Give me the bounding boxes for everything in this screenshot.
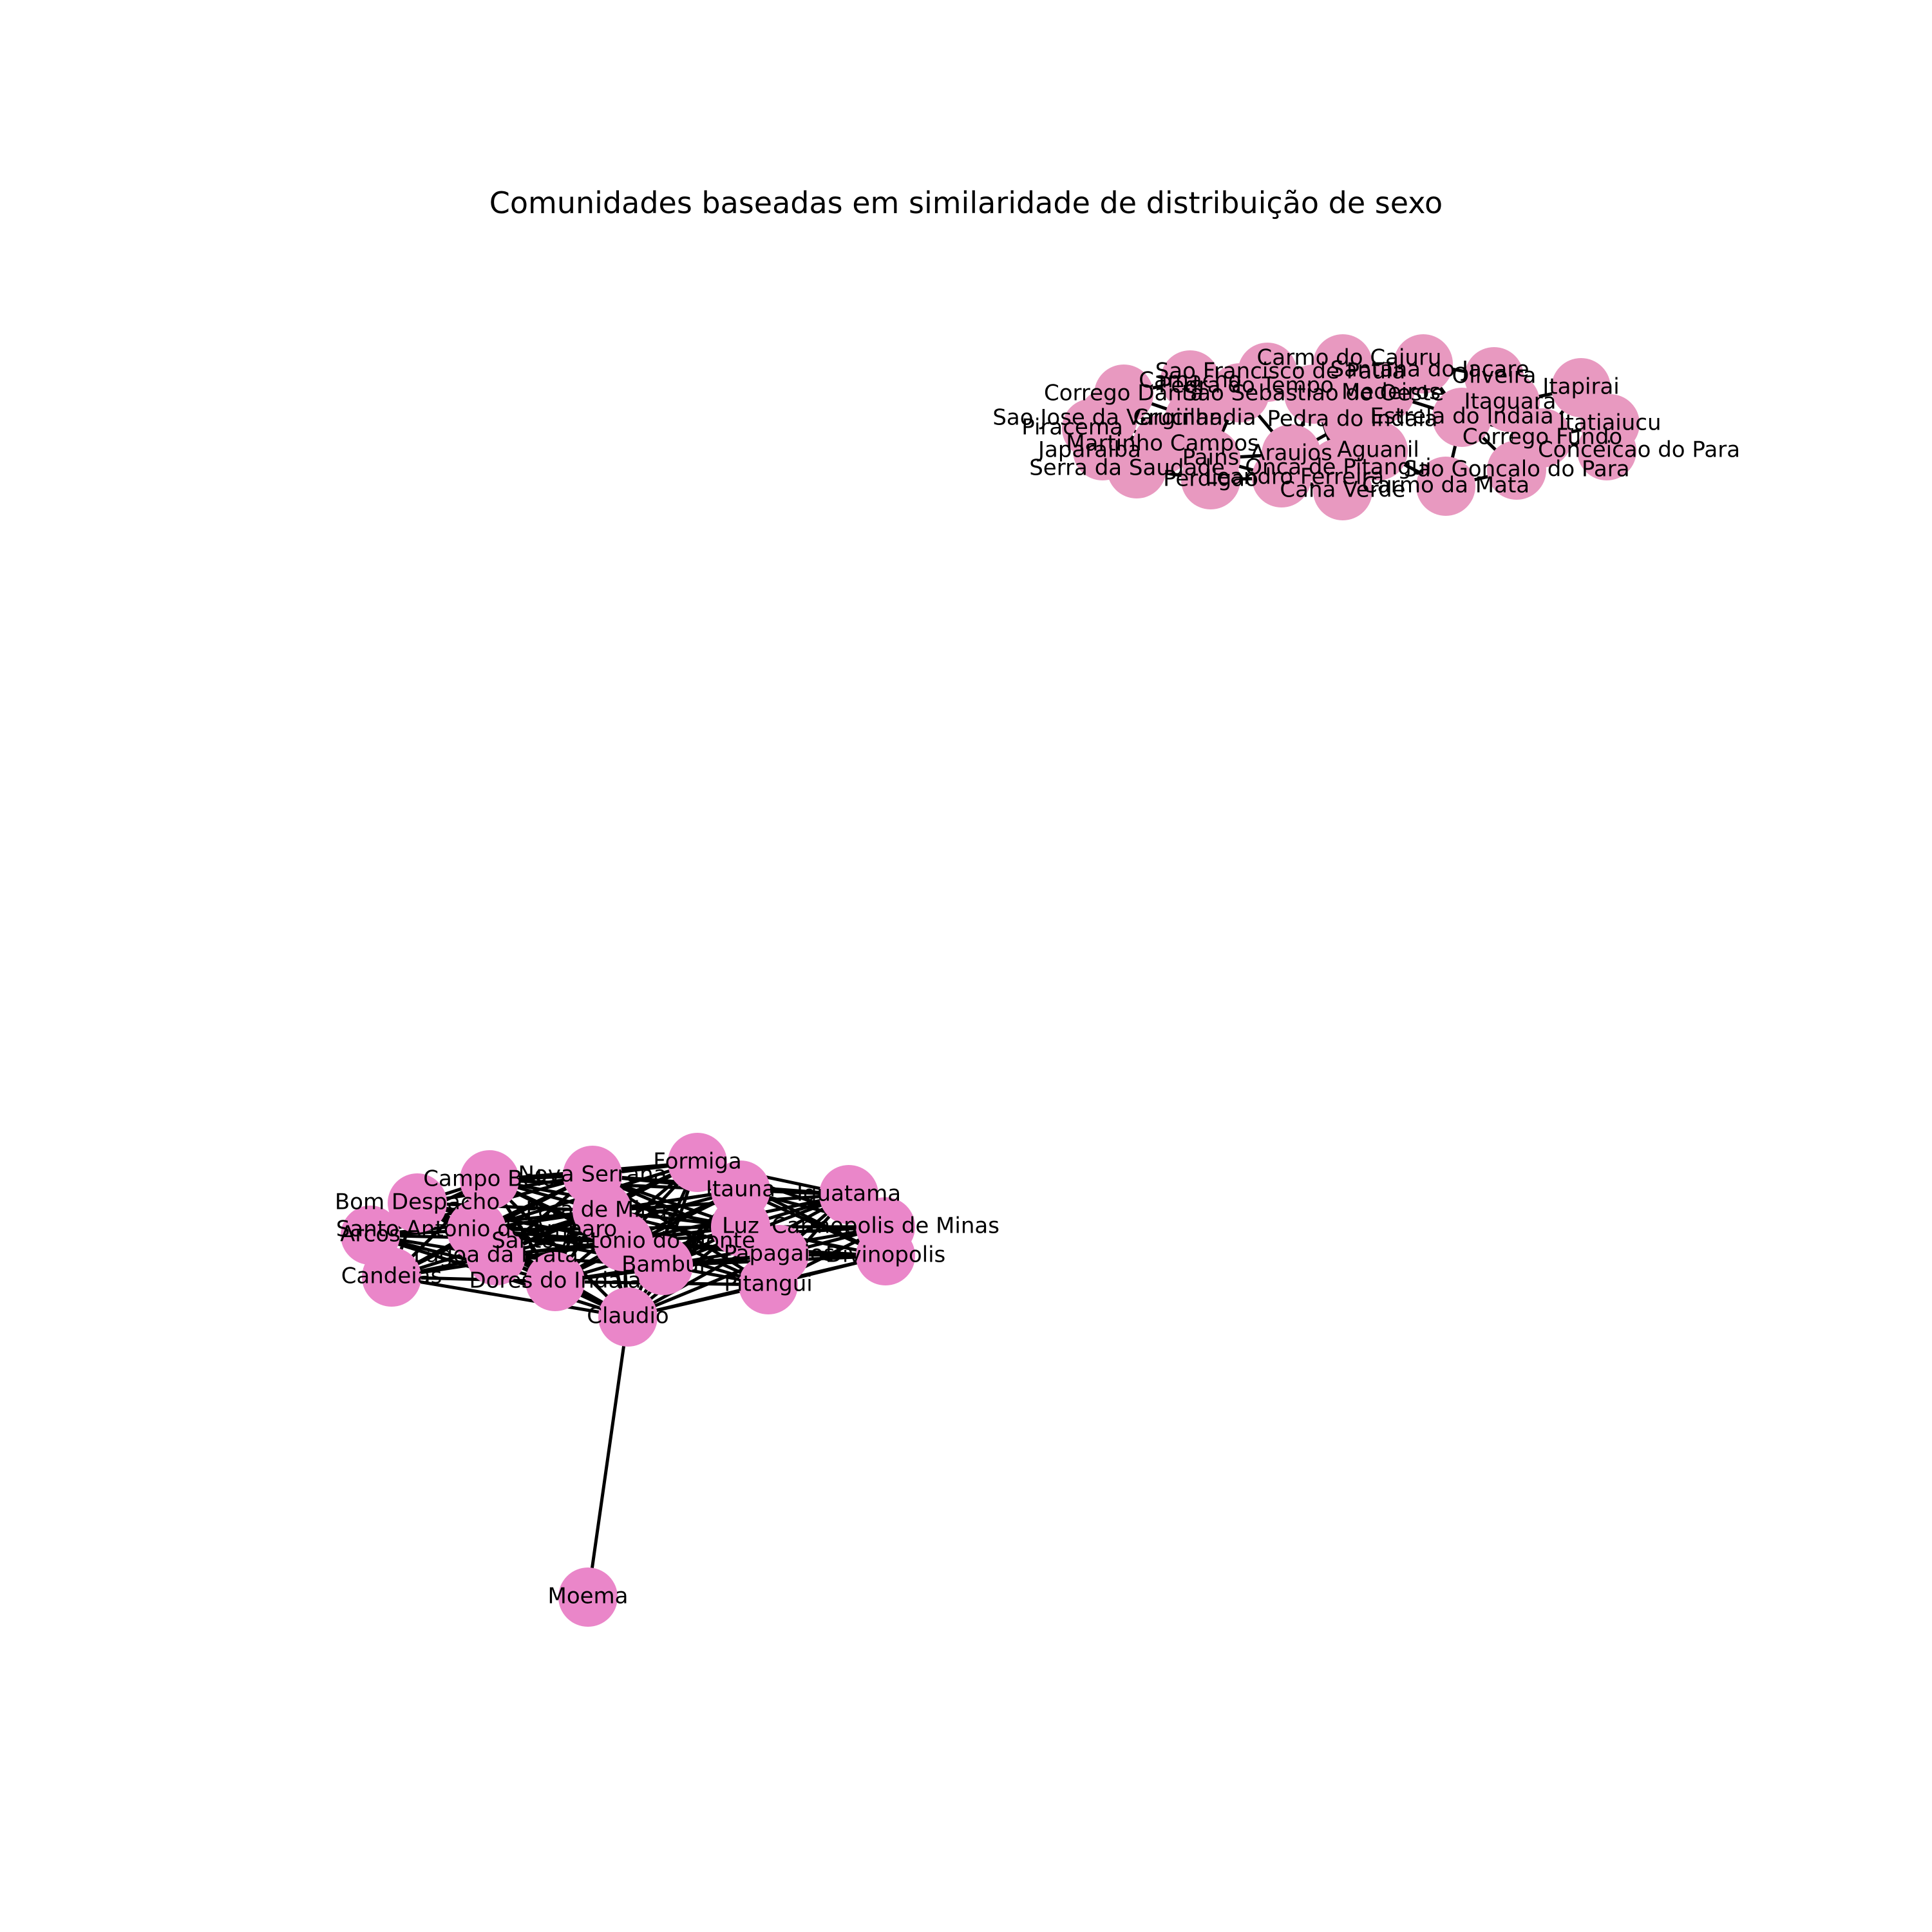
node-label-itatiaiucu: Itatiaiucu xyxy=(1558,410,1661,436)
node-pitangui xyxy=(739,1255,798,1314)
node-label-camacho: Camacho xyxy=(1139,368,1242,393)
node-label-itapirai: Itapirai xyxy=(1542,374,1619,400)
node-bom-despacho xyxy=(388,1173,447,1233)
node-label-oliveira: Oliveira xyxy=(1452,363,1537,389)
node-label-candeias: Candeias xyxy=(341,1264,442,1289)
graph-nodes xyxy=(341,334,1640,1627)
node-label-bambui: Bambui xyxy=(621,1252,705,1278)
graph-edge xyxy=(370,1233,556,1283)
node-label-itauna: Itauna xyxy=(706,1177,775,1202)
node-label-sao-sebastiao-do-oeste: Sao Sebastiao do Oeste xyxy=(1184,381,1444,406)
graph-edge xyxy=(586,1316,630,1598)
node-label-cana-verde: Cana Verde xyxy=(1280,477,1405,503)
node-label-crucilandia: Crucilandia xyxy=(1133,405,1256,431)
node-label-santo-antonio-do-amparo: Santo Antonio do Amparo xyxy=(336,1217,617,1242)
node-divinopolis xyxy=(856,1226,915,1285)
graph-edge xyxy=(417,1201,603,1213)
node-label-piracema: Piracema xyxy=(1021,415,1123,440)
node-candeias xyxy=(362,1247,421,1307)
node-label-para-de-minas: Para de Minas xyxy=(526,1197,679,1223)
node-sao-goncalo-do-para xyxy=(1487,440,1546,500)
node-campo-belo xyxy=(460,1150,519,1209)
graph-title: Comunidades baseadas em similaridade de … xyxy=(489,185,1443,220)
node-label-estrela-do-indaia: Estrela do Indaia xyxy=(1370,404,1553,430)
node-carmo-da-mata xyxy=(1416,457,1475,516)
node-label-carmopolis-de-minas: Carmopolis de Minas xyxy=(772,1213,999,1239)
node-label-araujos: Araujos xyxy=(1250,440,1332,466)
node-label-sao-francisco-de-paula: Sao Francisco de Paula xyxy=(1155,359,1406,384)
node-label-formiga: Formiga xyxy=(653,1149,742,1175)
node-label-perdigao: Perdigao xyxy=(1163,466,1258,492)
node-label-carmo-da-mata: Carmo da Mata xyxy=(1362,473,1530,498)
node-label-nova-serrana: Nova Serrana xyxy=(518,1162,667,1188)
node-lagoa-da-prata xyxy=(466,1226,526,1285)
node-conceicao-do-para xyxy=(1577,421,1636,480)
node-label-dores-do-indaia: Dores do Indaia xyxy=(469,1268,641,1294)
node-label-aguanil: Aguanil xyxy=(1337,437,1419,463)
node-label-campo-belo: Campo Belo xyxy=(423,1166,555,1192)
graph-edges xyxy=(368,362,1612,1598)
node-label-onca-de-pitangui: Onca de Pitangui xyxy=(1245,455,1431,480)
node-label-divinopolis: Divinopolis xyxy=(826,1242,946,1268)
node-cana-verde xyxy=(1313,461,1372,520)
node-label-moema: Moema xyxy=(547,1584,628,1609)
node-label-iguatama: Iguatama xyxy=(797,1181,901,1207)
node-label-corrego-danta: Corrego Danta xyxy=(1044,381,1204,406)
node-label-serra-da-saudade: Serra da Saudade xyxy=(1029,455,1225,481)
node-label-pedra-do-tempo: Pedra do Tempo xyxy=(1159,373,1334,399)
node-label-arcos: Arcos xyxy=(340,1222,401,1247)
node-label-santo-antonio-do-monte: Santo Antonio do Monte xyxy=(491,1228,755,1254)
node-pedra-do-tempo xyxy=(1210,363,1269,422)
node-label-itaguara: Itaguara xyxy=(1464,389,1557,415)
node-label-claudio: Claudio xyxy=(587,1303,668,1329)
node-label-sao-jose-da-varginha: Sao Jose da Varginha xyxy=(992,405,1222,431)
graph-edge xyxy=(391,1275,629,1319)
node-estrela-do-indaia xyxy=(1432,388,1492,447)
node-perdigao xyxy=(1181,450,1240,509)
node-serra-da-saudade xyxy=(1107,439,1166,498)
node-label-medeiros: Medeiros xyxy=(1341,379,1441,405)
node-label-luz: Luz xyxy=(722,1213,759,1239)
node-label-martinho-campos: Martinho Campos xyxy=(1066,431,1258,457)
node-label-pitangui: Pitangui xyxy=(724,1271,813,1297)
node-label-papagaios: Papagaios xyxy=(724,1241,835,1267)
node-dores-do-indaia xyxy=(526,1252,585,1311)
node-label-santana-do-jacare: Santana do Jacare xyxy=(1330,357,1529,383)
node-label-pains: Pains xyxy=(1182,445,1240,471)
node-label-pedra-do-indaia: Pedra do Indaia xyxy=(1267,406,1438,432)
node-label-corrego-fundo: Corrego Fundo xyxy=(1463,424,1622,450)
node-bambui xyxy=(634,1236,693,1295)
node-formiga xyxy=(668,1133,727,1192)
node-label-bom-despacho: Bom Despacho xyxy=(335,1189,500,1215)
node-label-leandro-ferreira: Leandro Ferreira xyxy=(1205,464,1384,490)
node-leandro-ferreira xyxy=(1252,448,1311,507)
node-label-lagoa-da-prata: Lagoa da Prata xyxy=(413,1242,578,1268)
node-label-carmo-do-cajuru: Carmo do Cajuru xyxy=(1257,345,1442,371)
node-claudio xyxy=(598,1287,658,1347)
node-label-sao-goncalo-do-para: Sao Goncalo do Para xyxy=(1403,457,1629,482)
node-moema xyxy=(558,1567,618,1627)
node-label-japaraiba: Japaraiba xyxy=(1037,437,1141,463)
node-label-conceicao-do-para: Conceicao do Para xyxy=(1538,437,1740,463)
